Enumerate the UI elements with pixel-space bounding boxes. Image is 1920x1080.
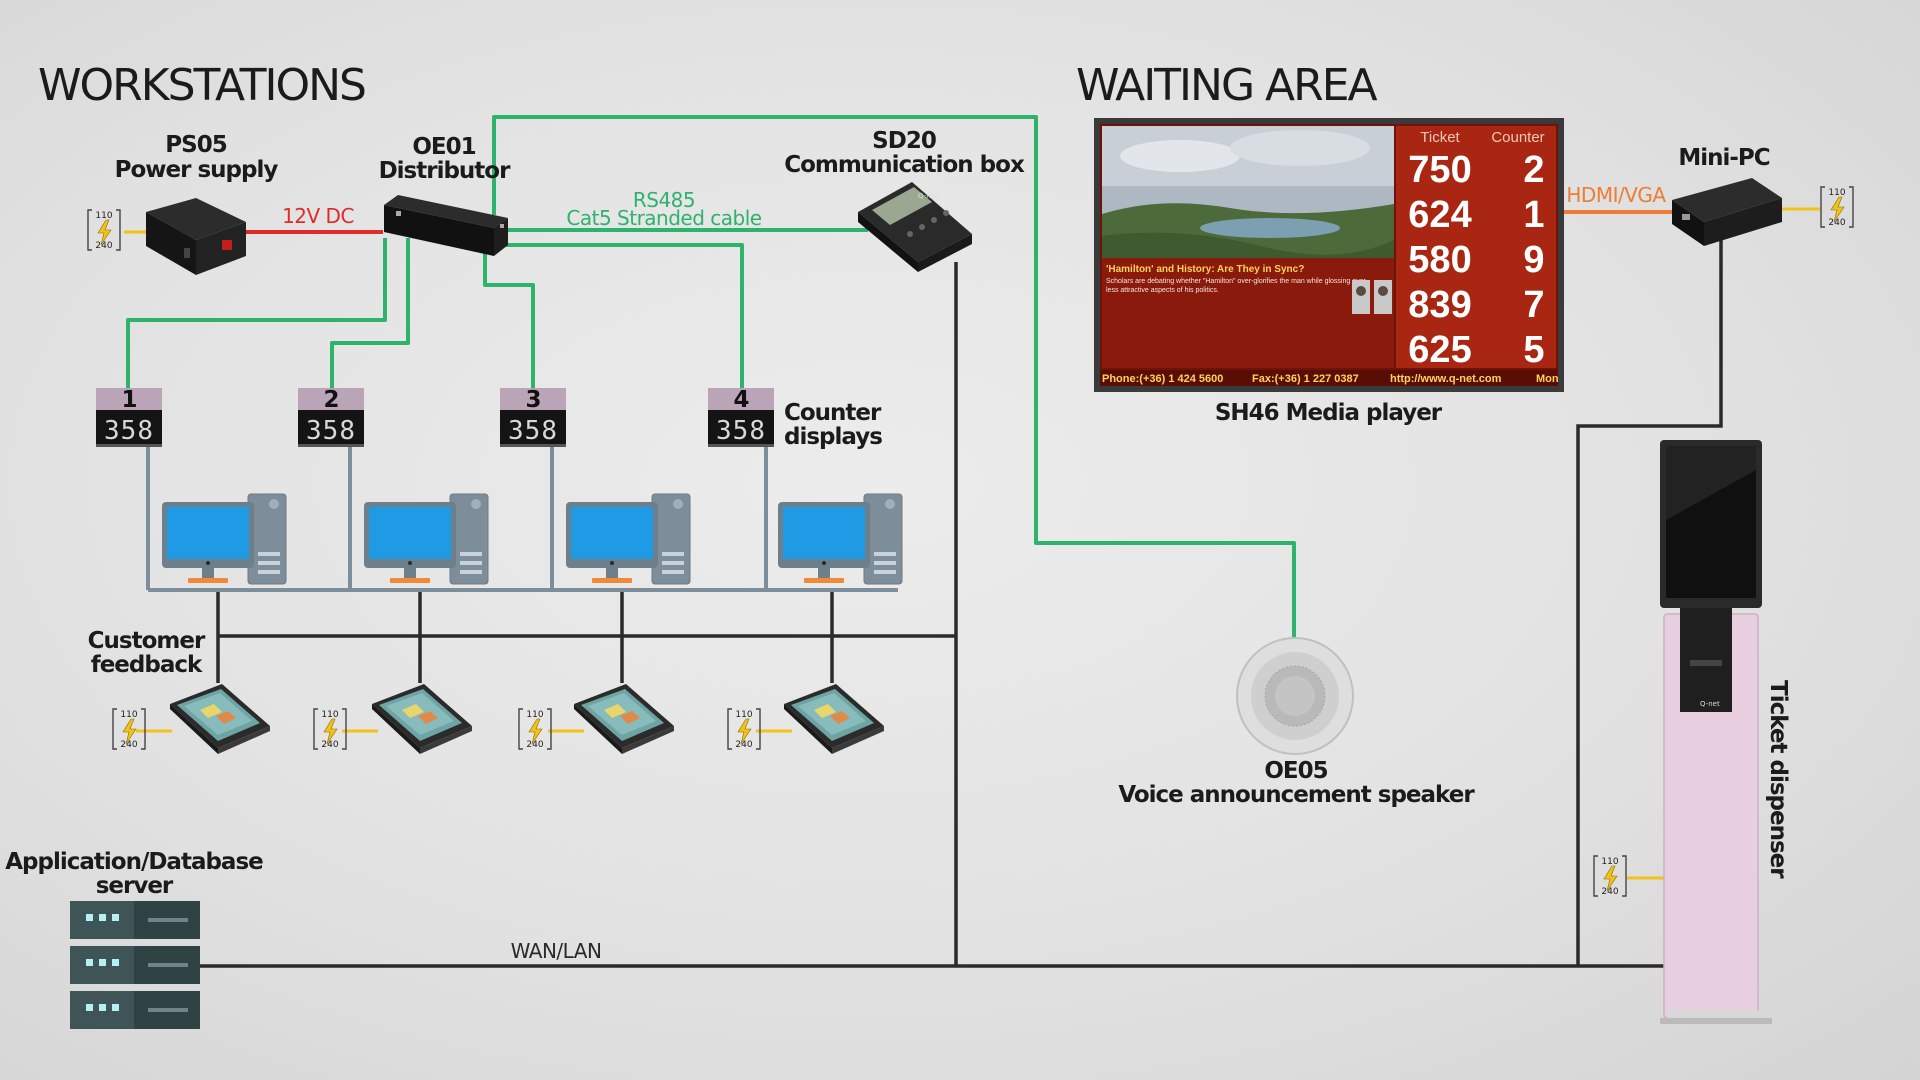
counter-number-2: 2	[323, 387, 338, 413]
server-rack-icon	[70, 901, 200, 1029]
customer-feedback-label-2: feedback	[91, 652, 203, 678]
media-player-screen: 'Hamilton' and History: Are They in Sync…	[1094, 118, 1564, 392]
svg-text:110: 110	[735, 710, 752, 720]
ticket-number-2: 624	[1408, 194, 1471, 236]
lan-cabling	[195, 226, 1723, 968]
hdmi-vga-label: HDMI/VGA	[1566, 183, 1666, 207]
workstation-pc-3	[565, 493, 691, 585]
ticket-counter-3: 9	[1523, 239, 1544, 281]
screen-header-counter: Counter	[1491, 129, 1544, 146]
wan-lan-label: WAN/LAN	[511, 939, 602, 963]
ticket-dispenser-kiosk: Q-net	[1660, 440, 1772, 1024]
svg-text:110: 110	[1828, 188, 1845, 198]
svg-text:240: 240	[321, 740, 338, 750]
cat5-cable-label: Cat5 Stranded cable	[566, 206, 761, 230]
ticket-number-4: 839	[1408, 284, 1471, 326]
oe01-distributor	[384, 195, 508, 256]
sd20-name-label: Communication box	[784, 152, 1025, 178]
counter-displays-label-2: displays	[784, 424, 882, 450]
mini-pc-label: Mini-PC	[1678, 145, 1769, 171]
screen-header-ticket: Ticket	[1420, 129, 1460, 146]
oe01-model-label: OE01	[412, 134, 475, 160]
ps05-power-supply	[146, 198, 246, 275]
workstation-pc-1	[161, 493, 287, 585]
counter-number-4: 4	[733, 387, 748, 413]
rs485-label: RS485	[633, 188, 695, 212]
ticket-counter-2: 1	[1523, 194, 1544, 236]
power-outlet-feedback-1: 110 240	[112, 708, 146, 750]
voice-speaker-icon	[1236, 637, 1354, 755]
power-outlet-dispenser: 110 240	[1593, 855, 1627, 897]
power-outlet-feedback-4: 110 240	[727, 708, 761, 750]
ticket-counter-5: 5	[1523, 329, 1544, 371]
svg-text:240: 240	[735, 740, 752, 750]
ticket-number-5: 625	[1408, 329, 1471, 371]
ps05-name-label: Power supply	[115, 157, 279, 183]
counter-number-1: 1	[121, 387, 136, 413]
ticker-url: http://www.q-net.com	[1390, 373, 1502, 385]
ticket-number-3: 580	[1408, 239, 1471, 281]
ticker-day: Mon	[1536, 373, 1559, 385]
svg-text:240: 240	[1601, 887, 1618, 897]
workstation-pc-4	[777, 493, 903, 585]
svg-text:Q-net: Q-net	[1700, 700, 1720, 708]
oe01-name-label: Distributor	[379, 158, 512, 184]
news-body-line-1: Scholars are debating whether "Hamilton"…	[1106, 278, 1366, 285]
counter-number-3: 3	[525, 387, 540, 413]
svg-text:110: 110	[526, 710, 543, 720]
feedback-tablet-2	[372, 684, 472, 754]
svg-text:110: 110	[95, 211, 112, 221]
ticket-number-1: 750	[1408, 149, 1471, 191]
ticket-dispenser-label: Ticket dispenser	[1765, 680, 1791, 879]
power-outlet-feedback-3: 110 240	[518, 708, 552, 750]
server-label-2: server	[96, 873, 174, 899]
ticket-counter-1: 2	[1523, 149, 1544, 191]
ticket-counter-4: 7	[1523, 284, 1544, 326]
svg-text:240: 240	[95, 241, 112, 251]
counter-display-4: 4 358	[708, 387, 774, 447]
oe05-name-label: Voice announcement speaker	[1118, 782, 1475, 808]
svg-text:240: 240	[120, 740, 137, 750]
counter-display-1: 1 358	[96, 387, 162, 447]
waiting-area-title: WAITING AREA	[1076, 60, 1377, 111]
counter-display-2: 2 358	[298, 387, 364, 447]
svg-text:110: 110	[120, 710, 137, 720]
counter-display-value-3: 358	[508, 416, 558, 446]
sd20-model-label: SD20	[872, 128, 936, 154]
counter-displays-label-1: Counter	[784, 400, 882, 426]
sd20-communication-box: Q-net	[858, 182, 972, 272]
server-label-1: Application/Database	[5, 849, 263, 875]
feedback-tablet-1	[170, 684, 270, 754]
counter-display-value-4: 358	[716, 416, 766, 446]
counter-display-value-2: 358	[306, 416, 356, 446]
customer-feedback-label-1: Customer	[88, 628, 206, 654]
workstations-title: WORKSTATIONS	[38, 60, 365, 111]
power-outlet-minipc: 110 240	[1820, 186, 1854, 228]
mini-pc-device	[1672, 178, 1782, 246]
workstation-pc-2	[363, 493, 489, 585]
feedback-tablet-4	[784, 684, 884, 754]
media-player-label: SH46 Media player	[1215, 400, 1443, 426]
workstation-network-bus	[146, 446, 898, 592]
power-outlet-feedback-2: 110 240	[313, 708, 347, 750]
news-body-line-2: less attractive aspects of his politics.	[1106, 287, 1219, 294]
news-headline: 'Hamilton' and History: Are They in Sync…	[1106, 264, 1304, 275]
ticker-phone: Phone:(+36) 1 424 5600	[1102, 373, 1223, 385]
svg-text:110: 110	[1601, 857, 1618, 867]
svg-text:110: 110	[321, 710, 338, 720]
counter-display-3: 3 358	[500, 387, 566, 447]
counter-display-value-1: 358	[104, 416, 154, 446]
svg-text:Q-net: Q-net	[918, 192, 938, 200]
dc-cable-label: 12V DC	[282, 204, 354, 228]
rs485-cabling	[126, 115, 1296, 648]
ps05-model-label: PS05	[165, 132, 226, 158]
power-cords	[124, 207, 1820, 880]
feedback-tablet-3	[574, 684, 674, 754]
svg-text:240: 240	[1828, 218, 1845, 228]
power-outlet-ps05: 110 240	[87, 209, 121, 251]
svg-text:240: 240	[526, 740, 543, 750]
ticker-fax: Fax:(+36) 1 227 0387	[1252, 373, 1359, 385]
oe05-model-label: OE05	[1264, 758, 1327, 784]
